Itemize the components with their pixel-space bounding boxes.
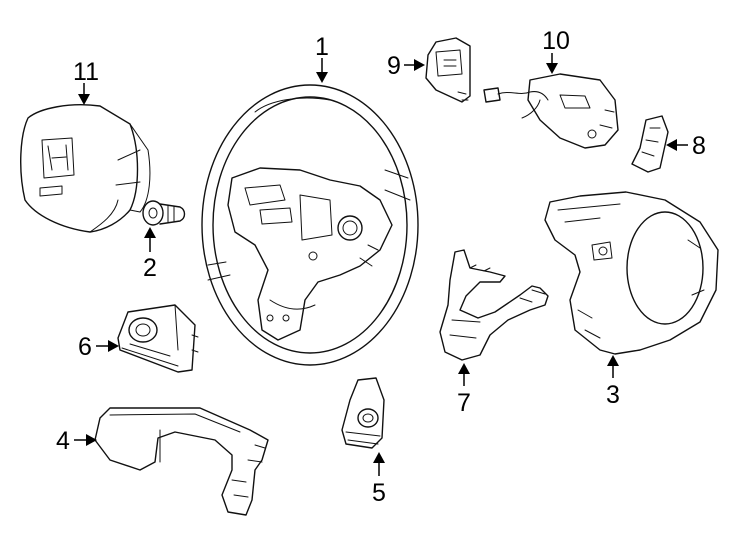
arrowhead-10 — [546, 63, 558, 74]
callout-3: 3 — [606, 381, 620, 409]
callout-6: 6 — [78, 333, 92, 361]
part-8-clip[interactable] — [631, 115, 669, 173]
arrowhead-3 — [607, 355, 619, 366]
part-6-switch[interactable] — [117, 304, 199, 373]
part-4-lower-cover[interactable] — [94, 407, 269, 516]
callout-4: 4 — [56, 427, 70, 455]
part-1-steering-wheel[interactable] — [201, 84, 419, 366]
part-5-small-switch[interactable] — [341, 377, 385, 449]
callout-labels: 1 2 3 4 5 6 7 8 9 10 11 — [56, 27, 706, 507]
arrowhead-11 — [78, 94, 90, 105]
callout-11: 11 — [73, 58, 99, 86]
part-9-right-switch[interactable] — [425, 37, 471, 103]
arrowhead-8 — [666, 139, 677, 151]
callout-9: 9 — [387, 52, 401, 80]
callout-1: 1 — [315, 33, 329, 61]
arrowhead-7 — [458, 363, 470, 374]
arrowhead-5 — [373, 452, 385, 463]
callout-5: 5 — [372, 479, 386, 507]
part-2-bolt[interactable] — [142, 200, 186, 226]
arrowhead-6 — [108, 340, 119, 352]
arrowhead-2 — [144, 227, 156, 238]
callout-2: 2 — [143, 254, 157, 282]
callout-7: 7 — [457, 389, 471, 417]
arrowhead-4 — [86, 434, 97, 446]
callout-8: 8 — [692, 132, 706, 160]
part-11-airbag-module[interactable] — [20, 104, 151, 233]
leader-lines — [74, 53, 688, 476]
arrowhead-1 — [316, 72, 328, 83]
arrowhead-9 — [414, 59, 425, 71]
part-10-cable-reel[interactable] — [483, 73, 619, 149]
part-7-lower-garnish[interactable] — [439, 249, 549, 361]
part-3-column-cover[interactable] — [544, 191, 719, 355]
callout-10: 10 — [542, 27, 570, 55]
